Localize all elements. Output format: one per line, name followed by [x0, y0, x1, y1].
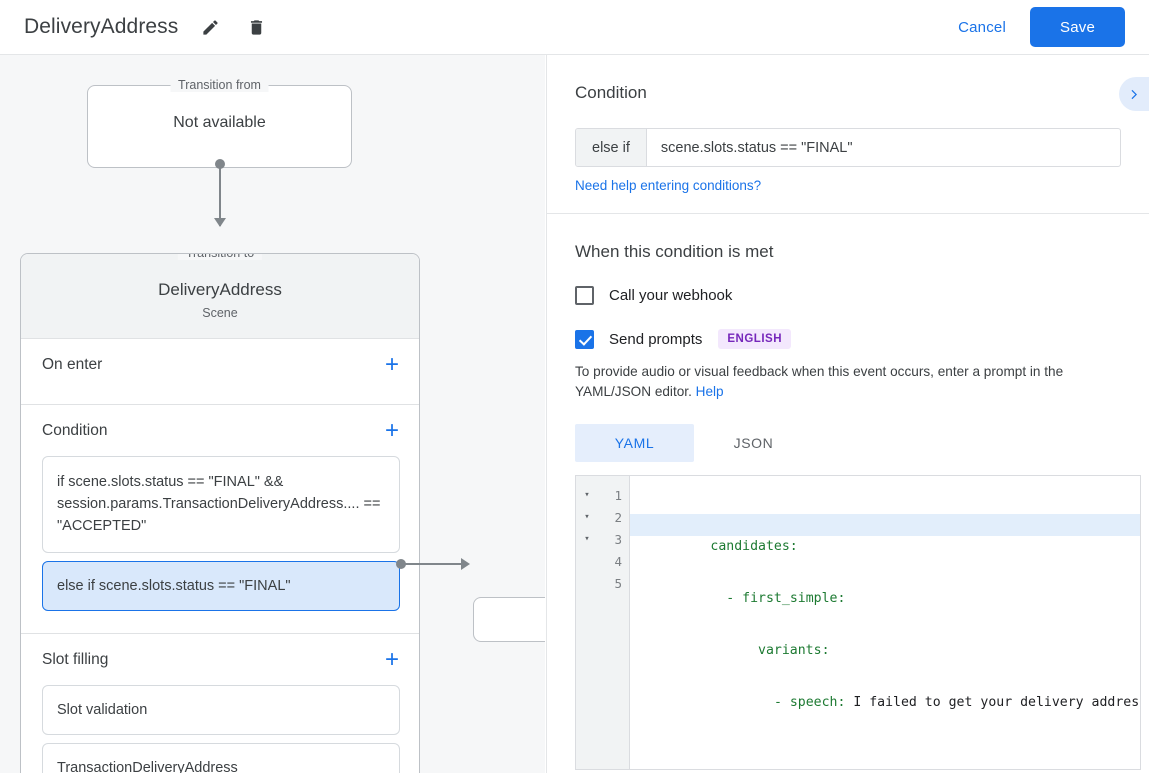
condition-item-selected[interactable]: else if scene.slots.status == "FINAL"	[42, 561, 400, 611]
prompts-help-link[interactable]: Help	[695, 384, 724, 399]
section-header-condition: Condition +	[21, 405, 419, 456]
slot-filling-item[interactable]: TransactionDeliveryAddress	[42, 743, 400, 773]
condition-help-link[interactable]: Need help entering conditions?	[575, 178, 762, 193]
flow-canvas[interactable]: Transition from Not available Transition…	[0, 55, 545, 773]
code-line: - first_simple:	[630, 566, 1140, 606]
code-key: - speech:	[773, 695, 846, 710]
delete-button[interactable]	[242, 13, 270, 41]
connector-arrow-down	[214, 218, 226, 227]
condition-expression-input[interactable]: scene.slots.status == "FINAL"	[660, 139, 853, 156]
transition-to-subtitle: Scene	[202, 306, 238, 320]
condition-input-row[interactable]: else if scene.slots.status == "FINAL"	[575, 128, 1121, 167]
condition-item[interactable]: if scene.slots.status == "FINAL" && sess…	[42, 456, 400, 553]
fold-toggle-icon[interactable]: ▾	[584, 490, 590, 500]
line-number: 3	[614, 531, 622, 547]
code-indent	[710, 643, 758, 658]
chevron-right-icon	[1131, 89, 1137, 99]
section-title-on-enter: On enter	[42, 355, 103, 373]
transition-from-legend: Transition from	[170, 78, 269, 92]
when-condition-met-section: When this condition is met Call your web…	[547, 214, 1149, 770]
section-on-enter: On enter +	[21, 339, 419, 405]
transition-to-legend: Transition to	[177, 254, 263, 260]
line-number: 4	[614, 553, 622, 569]
condition-detail-panel: Condition else if scene.slots.status == …	[546, 55, 1149, 773]
page-title: DeliveryAddress	[24, 15, 179, 38]
gutter-row: ▾ 3	[576, 528, 629, 550]
prompts-description: To provide audio or visual feedback when…	[575, 362, 1121, 402]
send-prompts-checkbox-row[interactable]: Send prompts ENGLISH	[575, 329, 1121, 349]
section-slot-filling: Slot filling + Slot validation Transacti…	[21, 634, 419, 773]
line-number: 2	[614, 509, 622, 525]
panel-divider	[547, 213, 1149, 214]
connector-line-horizontal	[401, 563, 465, 565]
connector-line-vertical	[219, 164, 221, 226]
fold-toggle-icon[interactable]: ▾	[584, 534, 590, 544]
code-key: candidates:	[710, 539, 798, 554]
editor-format-tabs: YAML JSON	[575, 424, 1121, 462]
code-indent	[710, 695, 774, 710]
transition-from-node[interactable]: Transition from Not available	[87, 78, 352, 168]
transition-to-node[interactable]: Transition to DeliveryAddress Scene On e…	[20, 253, 420, 773]
fold-toggle-icon[interactable]: ▾	[584, 512, 590, 522]
section-header-slot-filling: Slot filling +	[21, 634, 419, 685]
webhook-checkbox[interactable]	[575, 286, 594, 305]
tab-json[interactable]: JSON	[733, 435, 774, 451]
webhook-checkbox-label: Call your webhook	[609, 287, 733, 304]
code-line: variants:	[630, 618, 1140, 658]
slot-filling-item[interactable]: Slot validation	[42, 685, 400, 735]
tab-yaml[interactable]: YAML	[575, 424, 694, 462]
webhook-checkbox-row[interactable]: Call your webhook	[575, 286, 1121, 305]
add-slot-filling-button[interactable]: +	[384, 645, 399, 673]
send-prompts-label: Send prompts	[609, 330, 703, 348]
top-app-bar: DeliveryAddress Cancel Save	[0, 0, 1149, 55]
condition-prefix-label: else if	[576, 129, 647, 166]
gutter-row: ▾ 2	[576, 506, 629, 528]
code-line: - speech: I failed to get your delivery …	[630, 670, 1140, 710]
add-on-enter-button[interactable]: +	[384, 350, 399, 378]
section-title-slot-filling: Slot filling	[42, 650, 109, 668]
language-badge: ENGLISH	[718, 329, 792, 349]
code-line	[630, 722, 1140, 744]
condition-heading: Condition	[575, 83, 647, 102]
condition-section: Condition else if scene.slots.status == …	[547, 55, 1149, 195]
add-condition-button[interactable]: +	[384, 416, 399, 444]
cancel-button[interactable]: Cancel	[946, 11, 1018, 44]
gutter-row: 5	[576, 572, 629, 594]
code-value: I failed to get your delivery address	[845, 695, 1140, 710]
line-number: 1	[614, 487, 622, 503]
gutter-row: ▾ 1	[576, 484, 629, 506]
section-header-on-enter: On enter +	[21, 339, 419, 390]
transition-to-header: DeliveryAddress Scene	[21, 254, 419, 339]
transition-from-value: Not available	[173, 114, 266, 131]
when-condition-met-heading: When this condition is met	[575, 242, 774, 261]
code-key: - first_simple:	[726, 591, 846, 606]
transition-to-title: DeliveryAddress	[158, 280, 282, 299]
prompts-description-text: To provide audio or visual feedback when…	[575, 364, 1064, 399]
edit-button[interactable]	[196, 13, 224, 41]
save-button[interactable]: Save	[1030, 7, 1125, 47]
editor-gutter: ▾ 1 ▾ 2 ▾ 3 4 5	[576, 476, 630, 769]
connector-arrow-right	[461, 558, 470, 570]
line-number: 5	[614, 575, 622, 591]
section-condition: Condition + if scene.slots.status == "FI…	[21, 405, 419, 634]
collapse-panel-button[interactable]	[1119, 77, 1149, 111]
code-key: variants:	[758, 643, 830, 658]
editor-code-area[interactable]: candidates: - first_simple: variants: - …	[630, 476, 1140, 769]
pencil-icon	[203, 19, 218, 35]
trash-icon	[250, 19, 262, 35]
code-line: candidates:	[630, 514, 1140, 554]
yaml-editor[interactable]: ▾ 1 ▾ 2 ▾ 3 4 5	[575, 475, 1141, 770]
section-title-condition: Condition	[42, 421, 108, 439]
send-prompts-checkbox[interactable]	[575, 329, 594, 349]
gutter-row: 4	[576, 550, 629, 572]
target-node-stub[interactable]	[473, 597, 545, 642]
code-indent	[710, 591, 726, 606]
